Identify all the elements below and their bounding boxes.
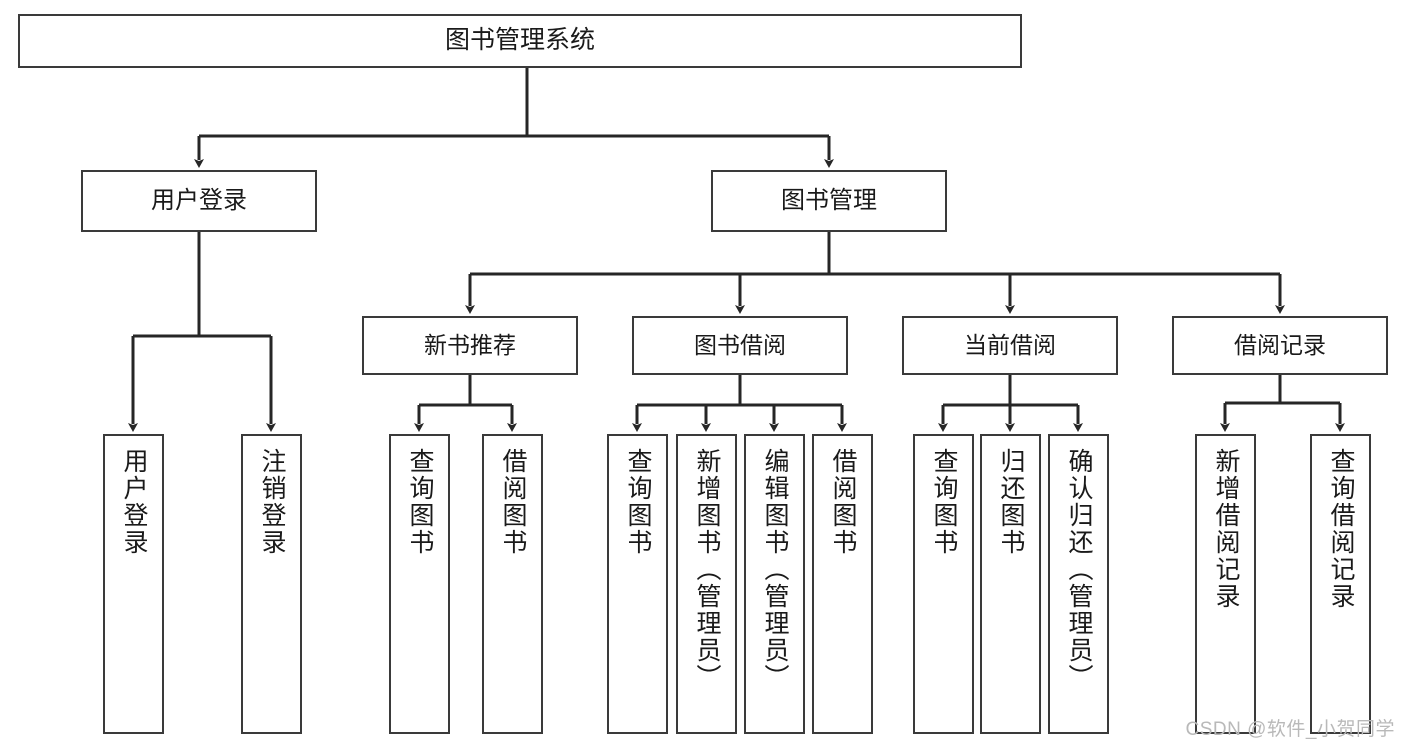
node-label: 查询图书: [930, 448, 958, 556]
node-label: 用户登录: [151, 186, 247, 214]
leaf-query-book-current[interactable]: 查询图书: [913, 434, 974, 734]
node-root-system[interactable]: 图书管理系统: [18, 14, 1022, 68]
node-book-borrow[interactable]: 图书借阅: [632, 316, 848, 375]
leaf-add-book-admin[interactable]: 新增图书（管理员）: [676, 434, 737, 734]
node-label: 新增图书（管理员）: [693, 448, 721, 691]
node-label: 新增借阅记录: [1212, 448, 1240, 610]
leaf-logout-login[interactable]: 注销登录: [241, 434, 302, 734]
leaf-borrow-book-recommend[interactable]: 借阅图书: [482, 434, 543, 734]
leaf-add-borrow-record[interactable]: 新增借阅记录: [1195, 434, 1256, 734]
node-label: 查询图书: [406, 448, 434, 556]
node-label: 查询图书: [624, 448, 652, 556]
node-borrow-record[interactable]: 借阅记录: [1172, 316, 1388, 375]
leaf-query-book-borrow[interactable]: 查询图书: [607, 434, 668, 734]
node-label: 查询借阅记录: [1327, 448, 1355, 610]
node-label: 归还图书: [997, 448, 1025, 556]
leaf-borrow-book[interactable]: 借阅图书: [812, 434, 873, 734]
node-label: 当前借阅: [964, 331, 1056, 358]
node-label: 借阅图书: [829, 448, 857, 556]
node-label: 注销登录: [258, 448, 286, 556]
node-label: 借阅记录: [1234, 331, 1326, 358]
node-label: 编辑图书（管理员）: [761, 448, 789, 691]
leaf-query-book-recommend[interactable]: 查询图书: [389, 434, 450, 734]
watermark-text: CSDN @软件_小贺同学: [1185, 719, 1395, 740]
node-label: 借阅图书: [499, 448, 527, 556]
node-new-book-recommend[interactable]: 新书推荐: [362, 316, 578, 375]
node-label: 图书管理: [781, 186, 877, 214]
leaf-query-borrow-record[interactable]: 查询借阅记录: [1310, 434, 1371, 734]
node-user-login[interactable]: 用户登录: [81, 170, 317, 232]
leaf-user-login[interactable]: 用户登录: [103, 434, 164, 734]
leaf-edit-book-admin[interactable]: 编辑图书（管理员）: [744, 434, 805, 734]
leaf-return-book[interactable]: 归还图书: [980, 434, 1041, 734]
node-label: 用户登录: [120, 448, 148, 556]
node-label: 图书借阅: [694, 331, 786, 358]
leaf-confirm-return-admin[interactable]: 确认归还（管理员）: [1048, 434, 1109, 734]
node-label: 新书推荐: [424, 331, 516, 358]
node-current-borrow[interactable]: 当前借阅: [902, 316, 1118, 375]
node-label: 确认归还（管理员）: [1065, 448, 1093, 691]
node-label: 图书管理系统: [444, 26, 595, 55]
node-book-management[interactable]: 图书管理: [711, 170, 947, 232]
